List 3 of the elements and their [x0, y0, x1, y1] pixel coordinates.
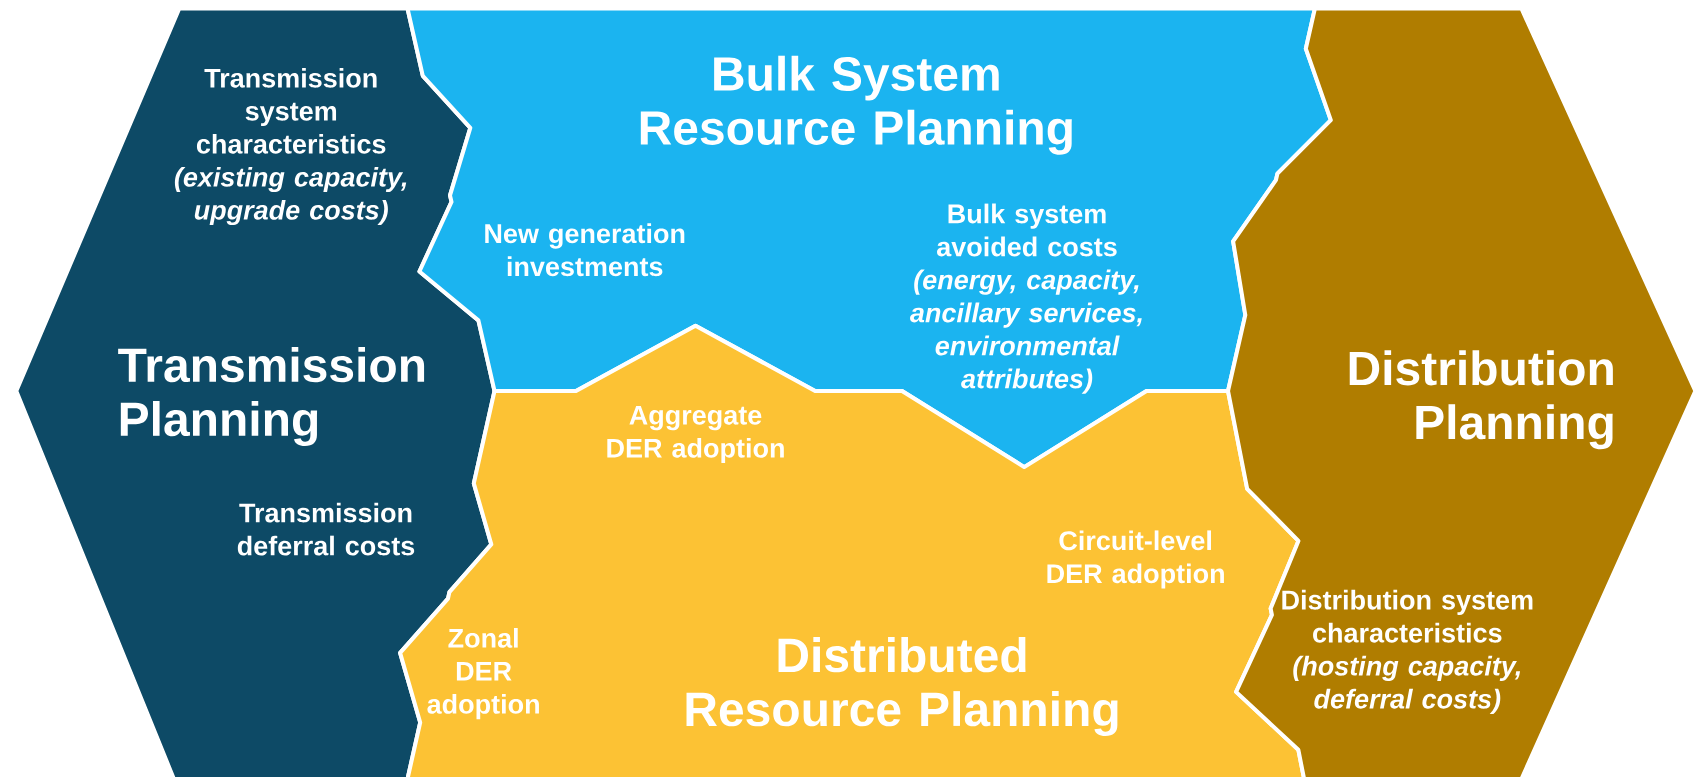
- notch-label: Aggregate DER adoption: [607, 405, 784, 464]
- notch-label: Circuit-level DER adoption: [1047, 530, 1224, 589]
- notch-label: Transmission system characteristics (existing capacity, upgrade costs): [174, 67, 407, 226]
